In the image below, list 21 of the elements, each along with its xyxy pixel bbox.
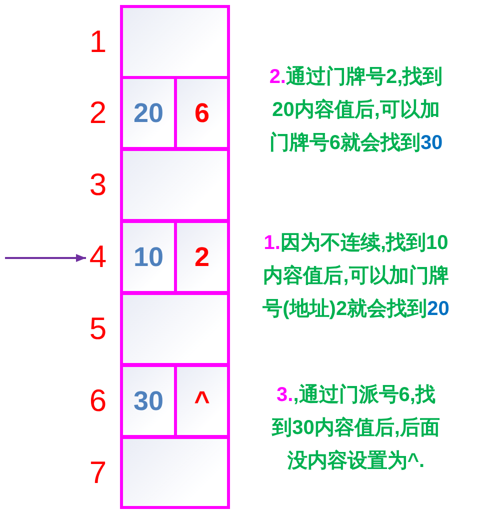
arrow: [5, 254, 86, 262]
memory-slot: [120, 292, 230, 366]
address-number: 1: [88, 24, 108, 60]
address-number: 6: [88, 383, 108, 419]
memory-slot: [120, 148, 230, 222]
annotation-text: 3.,通过门派号6,找到30内容值后,后面没内容设置为^.: [270, 382, 441, 474]
data-cell: 20: [120, 76, 177, 150]
address-number: 2: [88, 95, 108, 131]
address-number: 5: [88, 311, 108, 347]
annotation-text: 1.因为不连续,找到10内容值后,可以加门牌号(地址)2就会找到20: [262, 231, 450, 322]
memory-slot: [120, 436, 230, 509]
annotation-text: 2.通过门牌号2,找到20内容值后,可以加门牌号6就会找到30: [268, 64, 444, 156]
address-number: 4: [86, 239, 110, 275]
pointer-cell: 2: [174, 220, 230, 294]
pointer-cell: ^: [174, 364, 230, 438]
memory-slot: [120, 5, 230, 79]
address-number: 3: [88, 167, 108, 203]
data-cell: 10: [120, 220, 177, 294]
pointer-cell: 6: [174, 76, 230, 150]
address-number: 7: [88, 454, 108, 490]
data-cell: 30: [120, 364, 177, 438]
